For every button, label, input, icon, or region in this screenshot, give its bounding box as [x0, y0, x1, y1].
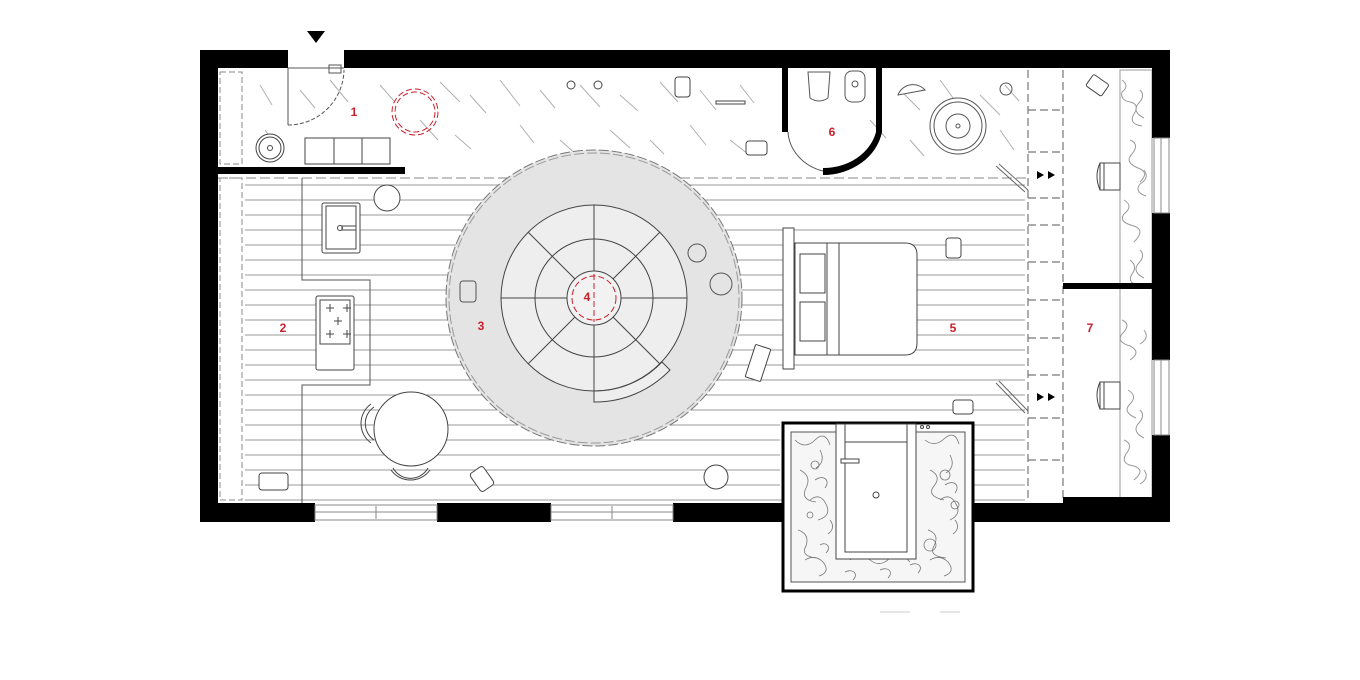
right-wardrobe	[1027, 70, 1064, 500]
room-label-7: 7	[1086, 321, 1094, 335]
left-cupboard	[219, 71, 243, 501]
diagonal-doors	[995, 163, 1029, 414]
room-label-1: 1	[350, 105, 358, 119]
room-label-5: 5	[949, 321, 957, 335]
room-label-6: 6	[828, 125, 836, 139]
kitchen-counter-outline	[301, 178, 371, 503]
wardrobe-arrows-icon	[1037, 171, 1055, 401]
walls	[200, 50, 1170, 522]
windows	[314, 137, 1170, 521]
living-circle	[445, 149, 743, 447]
room-label-3: 3	[477, 319, 485, 333]
entrance-door	[287, 64, 345, 126]
kitchen-fixtures	[315, 184, 401, 371]
room-label-2: 2	[279, 321, 287, 335]
study-furniture	[1085, 74, 1121, 410]
bathroom-walls	[782, 68, 882, 175]
bathtub	[835, 423, 930, 560]
floral-pattern	[794, 434, 960, 581]
red-dashed-circle-hall	[391, 88, 439, 136]
bed	[744, 227, 974, 415]
dining-table	[258, 391, 729, 492]
hall-furniture	[255, 76, 768, 165]
entrance-arrow-icon	[307, 31, 325, 43]
room-label-4: 4	[583, 290, 591, 304]
bathroom-fixtures	[787, 70, 1013, 172]
